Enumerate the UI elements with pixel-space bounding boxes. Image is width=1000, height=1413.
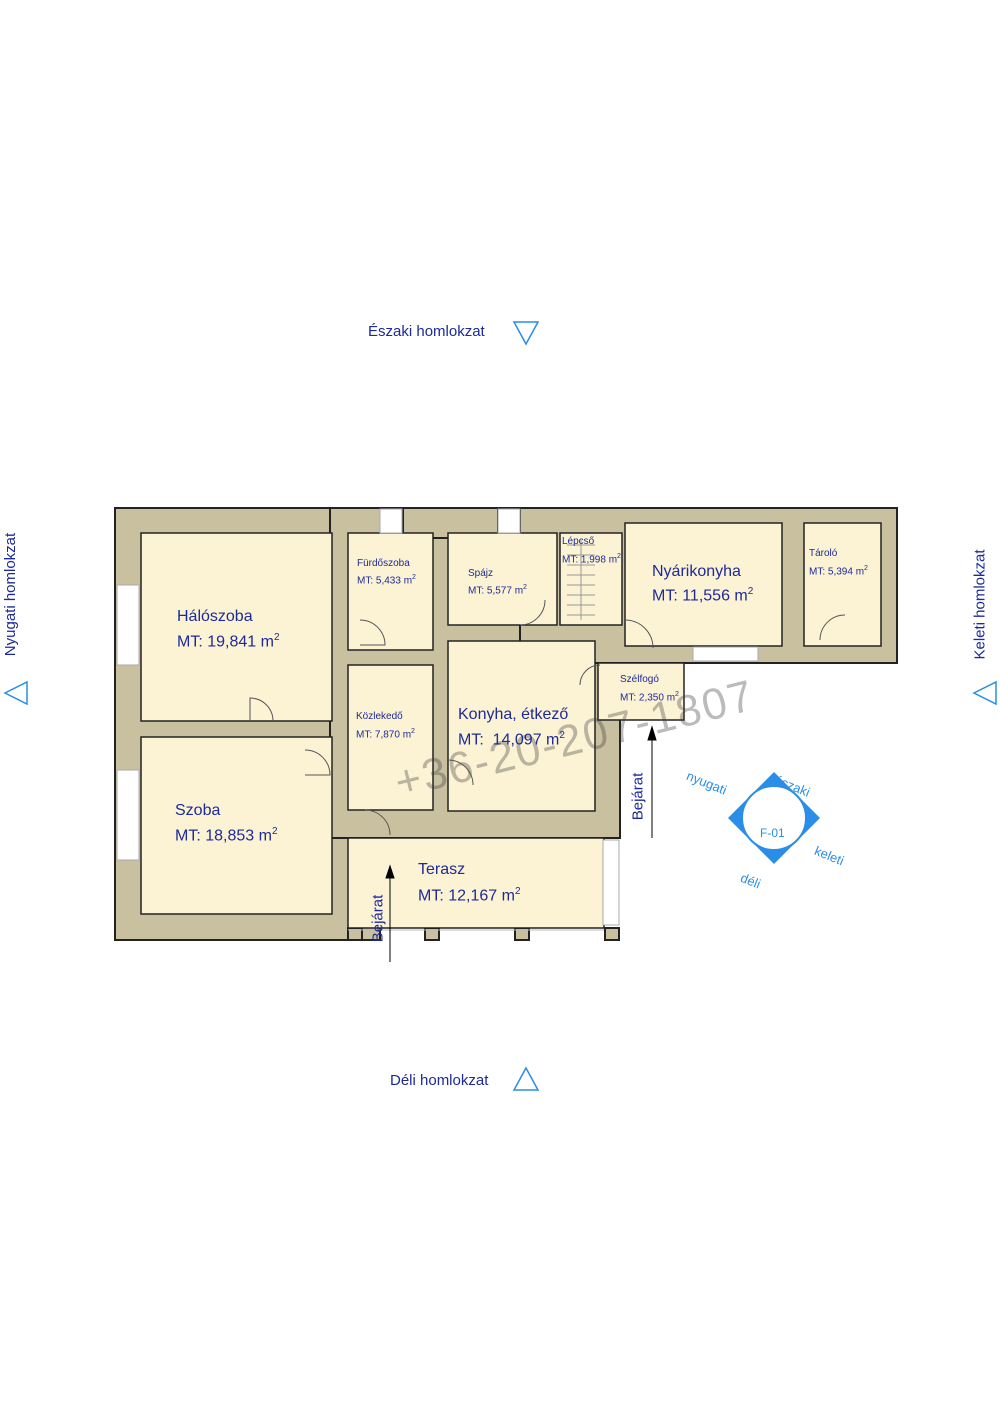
arrow-up-icon [647, 725, 657, 741]
room-haloszoba-name: Hálószoba [177, 608, 253, 625]
room-szelfogo-fill [597, 662, 685, 721]
compass-code: F-01 [760, 826, 785, 840]
triangle-up-icon [972, 680, 997, 706]
south-elevation-label: Déli homlokzat [390, 1072, 489, 1089]
room-lepcso-area: MT: 1,998 m2 [562, 553, 621, 566]
arrow-up-icon [385, 864, 395, 879]
compass-circle [741, 785, 807, 851]
triangle-up-icon [512, 1066, 540, 1091]
room-kozlekedo-fill [347, 664, 434, 811]
room-spajz-name: Spájz [468, 568, 494, 579]
room-furdoszoba-fill [347, 532, 434, 651]
room-haloszoba-area: MT: 19,841 m2 [177, 632, 280, 651]
door-arc [359, 619, 386, 646]
east-elevation-label: Keleti homlokzat [971, 549, 989, 660]
triangle-down-icon [512, 321, 540, 346]
room-szoba-name: Szoba [175, 802, 221, 819]
room-furdoszoba-area: MT: 5,433 m2 [357, 574, 416, 587]
room-szelfogo-area: MT: 2,350 m2 [620, 691, 679, 704]
room-szoba-area: MT: 18,853 m2 [175, 826, 278, 845]
room-haloszoba-fill [140, 532, 333, 722]
door-arc [249, 697, 274, 722]
room-nyarikonyha-name: Nyárikonyha [652, 563, 741, 580]
doors [249, 599, 846, 836]
triangle-down-icon [3, 680, 28, 706]
room-tarolo-name: Tároló [809, 548, 838, 559]
north-elevation-label: Északi homlokzat [368, 323, 485, 340]
room-szelfogo-name: Szélfogó [620, 674, 659, 685]
door-arc [364, 809, 391, 836]
entrance-label-south: Bejárat [369, 894, 387, 943]
room-konyha-area: MT: 14,097 m2 [458, 730, 565, 749]
room-nyarikonyha-fill [624, 522, 783, 647]
room-kozlekedo-area: MT: 7,870 m2 [356, 728, 415, 741]
door-arc [819, 614, 846, 641]
room-spajz-fill [447, 532, 558, 626]
room-szoba-fill [140, 736, 333, 915]
room-terasz-name: Terasz [418, 861, 466, 878]
room-terasz-fill [347, 837, 605, 929]
door-arc [624, 619, 654, 649]
entrance-label-east: Bejárat [629, 772, 647, 821]
room-tarolo-area: MT: 5,394 m2 [809, 565, 868, 578]
entrance-arrows [385, 725, 657, 962]
room-lepcso-fill [559, 532, 623, 626]
door-arc [304, 749, 331, 776]
door-arc [447, 759, 474, 786]
room-terasz-area: MT: 12,167 m2 [418, 886, 521, 905]
room-nyarikonyha-area: MT: 11,556 m2 [652, 586, 754, 605]
room-kozlekedo-name: Közlekedő [356, 711, 403, 722]
room-furdoszoba-name: Fürdőszoba [357, 558, 410, 569]
compass [728, 772, 820, 864]
stairs [567, 540, 595, 620]
windows [116, 508, 759, 926]
room-tarolo-fill [803, 522, 882, 647]
room-lepcso-name: Lépcső [562, 536, 595, 547]
door-arc [579, 664, 601, 686]
room-spajz-area: MT: 5,577 m2 [468, 584, 527, 597]
west-elevation-label: Nyugati homlokzat [2, 532, 20, 657]
door-arc [519, 599, 546, 626]
room-fills [140, 522, 882, 929]
room-konyha-name: Konyha, étkező [458, 706, 569, 723]
